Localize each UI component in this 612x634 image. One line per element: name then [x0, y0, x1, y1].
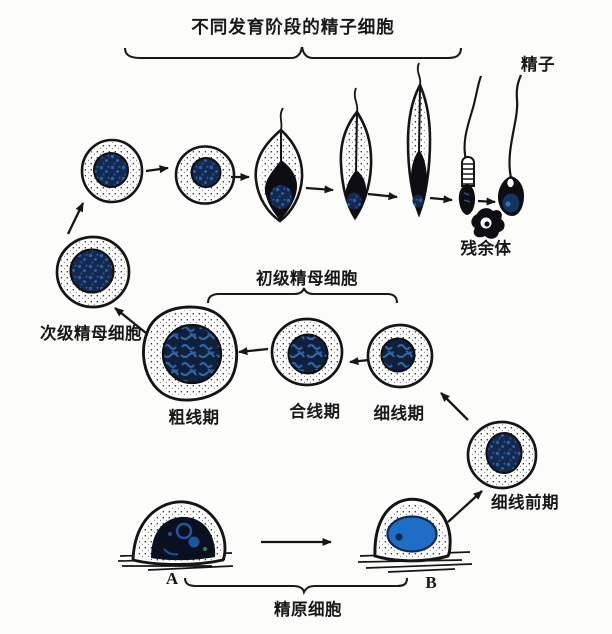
label-primary-spermatocyte: 初级精母细胞: [256, 268, 358, 288]
nucleus: [161, 323, 223, 385]
label-cell-a: A: [166, 569, 179, 588]
spermatogonium-b-cell: [373, 497, 452, 563]
nucleus: [380, 337, 416, 373]
axoneme: [355, 112, 358, 173]
sperm: [498, 74, 524, 216]
figure-title: 不同发育阶段的精子细胞: [191, 17, 395, 37]
arrow-spermatid1-to-2: [145, 165, 169, 174]
midpiece: [461, 155, 475, 187]
late-spermatid: [458, 75, 482, 215]
label-spermatogonium: 精原细胞: [274, 599, 342, 619]
label-sperm: 精子: [521, 54, 555, 74]
round-spermatid-2: [174, 145, 236, 205]
round-spermatid-1: [80, 138, 144, 204]
leptotene-cell: [366, 323, 434, 389]
nucleolus: [395, 533, 403, 541]
arrow-leptotene-to-zygotene: [349, 357, 370, 366]
nucleus: [412, 194, 424, 208]
flagellum: [508, 74, 523, 179]
nucleus: [386, 515, 438, 553]
label-pachytene: 粗线期: [169, 407, 220, 427]
arrow-spermatid5-to-6: [429, 195, 453, 204]
nucleus: [502, 193, 520, 213]
nucleus: [270, 185, 292, 209]
flagellum: [416, 62, 422, 86]
elongating-spermatid-1: [254, 107, 304, 223]
label-secondary-spermatocyte: 次级精母细胞: [40, 323, 142, 343]
elongating-spermatid-3: [406, 62, 432, 218]
brace-spermatid-stages: [123, 46, 463, 60]
label-zygotene: 合线期: [290, 401, 341, 421]
arrow-spermatid3-to-4: [305, 185, 334, 194]
label-cell-b: B: [425, 573, 436, 592]
elongating-spermatid-2: [339, 87, 373, 221]
flagellum: [279, 107, 284, 131]
arrow-to-secondary-spermatocyte: [114, 307, 147, 334]
arrow-zygotene-to-pachytene: [238, 347, 269, 356]
arrow-preleptotene-to-leptotene: [440, 392, 469, 421]
flagellum: [353, 87, 359, 113]
preleptotene-cell: [466, 420, 538, 490]
head: [458, 184, 475, 215]
brace-primary-spermatocyte: [206, 287, 399, 304]
label-leptotene: 细线期: [374, 403, 425, 423]
nucleus: [485, 431, 523, 475]
brace-spermatogonium: [183, 577, 409, 596]
arrow-secondary-to-spermatid1: [66, 202, 85, 235]
residual-body: [471, 208, 505, 239]
label-preleptotene: 细线前期: [491, 492, 559, 512]
nucleus: [287, 333, 329, 375]
flow-arrows: [66, 165, 496, 546]
arrow-b-to-preleptotene: [447, 490, 483, 523]
label-residual-body: 残余体: [461, 238, 512, 258]
acrosome: [505, 177, 516, 189]
zygotene-cell: [270, 317, 344, 387]
pachytene-cell: [142, 305, 239, 402]
arrow-spermatid4-to-5: [367, 192, 398, 201]
nucleus: [346, 192, 362, 210]
secondary-spermatocyte-cell: [55, 235, 131, 309]
spermatogonium-a-cell: [117, 500, 473, 573]
axoneme: [418, 87, 421, 153]
arrow-spermatid6-to-sperm: [477, 197, 496, 206]
flagellum: [463, 75, 482, 161]
